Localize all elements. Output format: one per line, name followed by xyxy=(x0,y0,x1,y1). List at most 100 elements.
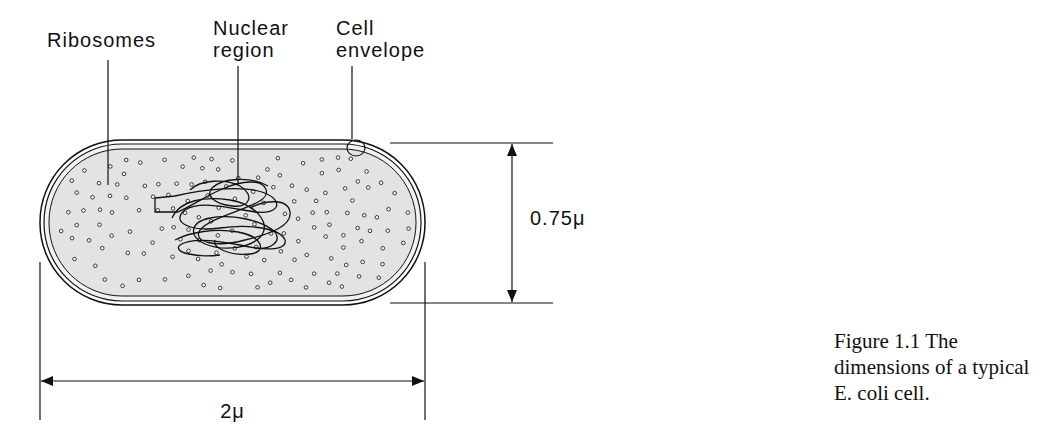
ribosome xyxy=(407,227,411,231)
ribosome xyxy=(393,191,397,195)
ribosome xyxy=(406,211,410,215)
extension-line xyxy=(39,262,40,420)
ribosome xyxy=(98,223,102,227)
ribosome xyxy=(187,249,191,253)
ribosome xyxy=(197,216,201,220)
ribosome xyxy=(82,209,86,213)
ribosome xyxy=(143,184,147,188)
ribosome xyxy=(209,269,213,273)
ribosome xyxy=(351,199,355,203)
ribosome xyxy=(337,168,341,172)
dimension-label: 2μ xyxy=(220,400,245,422)
ribosome xyxy=(163,158,167,162)
ribosome xyxy=(163,278,167,282)
ribosome xyxy=(196,257,200,261)
ribosome xyxy=(268,281,272,285)
ribosome xyxy=(218,286,222,290)
dimension-label: 0.75μ xyxy=(530,207,585,229)
ribosome xyxy=(312,226,316,230)
cell-envelope-middle xyxy=(44,144,421,301)
ribosome xyxy=(377,276,381,280)
ribosome xyxy=(312,272,316,276)
ribosome xyxy=(311,211,315,215)
ribosome xyxy=(110,234,114,238)
ribosome xyxy=(320,158,324,162)
ribosome xyxy=(289,278,293,282)
ribosome xyxy=(336,272,340,276)
ribosome xyxy=(115,183,119,187)
ribosome xyxy=(157,182,161,186)
ribosome xyxy=(137,278,141,282)
ribosome xyxy=(171,207,175,211)
ribosome xyxy=(171,255,175,259)
ribosome xyxy=(361,260,365,264)
ribosome xyxy=(67,210,71,214)
ribosome xyxy=(344,263,348,267)
ribosome xyxy=(305,188,309,192)
ribosome xyxy=(151,241,155,245)
ribosome xyxy=(314,199,318,203)
ribosome xyxy=(124,158,128,162)
ribosome xyxy=(387,207,391,211)
ribosome xyxy=(75,223,79,227)
ribosome xyxy=(59,229,63,233)
ribosome xyxy=(329,257,333,261)
ribosome xyxy=(292,200,296,204)
ribosome xyxy=(360,239,364,243)
ribosome xyxy=(87,239,91,243)
ribosome xyxy=(125,196,129,200)
ribosome xyxy=(304,286,308,290)
ribosome xyxy=(379,181,383,185)
ribosome xyxy=(70,179,74,183)
ribosome xyxy=(108,194,112,198)
ribosome xyxy=(293,258,297,262)
ribosome xyxy=(94,264,98,268)
extension-line xyxy=(390,302,553,303)
ribosome xyxy=(305,253,309,257)
ribosome xyxy=(83,169,87,173)
ribosome xyxy=(324,191,328,195)
ribosome xyxy=(256,176,260,180)
ribosome xyxy=(100,246,104,250)
cell-envelope-leader xyxy=(351,66,352,139)
ribosome xyxy=(216,234,220,238)
ribosome-dots xyxy=(59,156,410,290)
ribosome xyxy=(172,225,176,229)
ribosome xyxy=(128,230,132,234)
ribosome xyxy=(290,184,294,188)
part-label: Cell envelope xyxy=(336,17,454,61)
ribosome xyxy=(296,217,300,221)
ribosome xyxy=(282,232,286,236)
ribosome xyxy=(97,181,101,185)
ribosome xyxy=(151,195,155,199)
ribosome xyxy=(70,236,74,240)
ribosome xyxy=(220,262,224,266)
extension-line xyxy=(390,142,553,143)
ribosome xyxy=(301,161,305,165)
ribosome xyxy=(283,212,287,216)
ribosome xyxy=(210,157,214,161)
ribosomes-leader xyxy=(107,60,108,185)
ribosome xyxy=(366,186,370,190)
ribosome xyxy=(109,165,113,169)
nuclear-region-leader xyxy=(237,66,238,185)
ribosome xyxy=(266,168,270,172)
ribosome xyxy=(249,272,253,276)
nucleoid-tangle xyxy=(155,179,290,255)
ribosome xyxy=(181,165,185,169)
height-dimension-arrow xyxy=(511,144,512,302)
ribosome xyxy=(336,156,340,160)
ribosome xyxy=(216,168,220,172)
ribosome xyxy=(297,239,301,243)
ribosome xyxy=(190,183,194,187)
ribosome xyxy=(279,250,283,254)
extension-line xyxy=(424,262,425,420)
ribosome xyxy=(375,216,379,220)
ribosome xyxy=(139,161,143,165)
ribosome xyxy=(245,255,249,259)
ribosome xyxy=(110,211,114,215)
ribosome xyxy=(231,159,235,163)
ribosome xyxy=(365,170,369,174)
ribosome xyxy=(356,226,360,230)
ribosome xyxy=(202,283,206,287)
